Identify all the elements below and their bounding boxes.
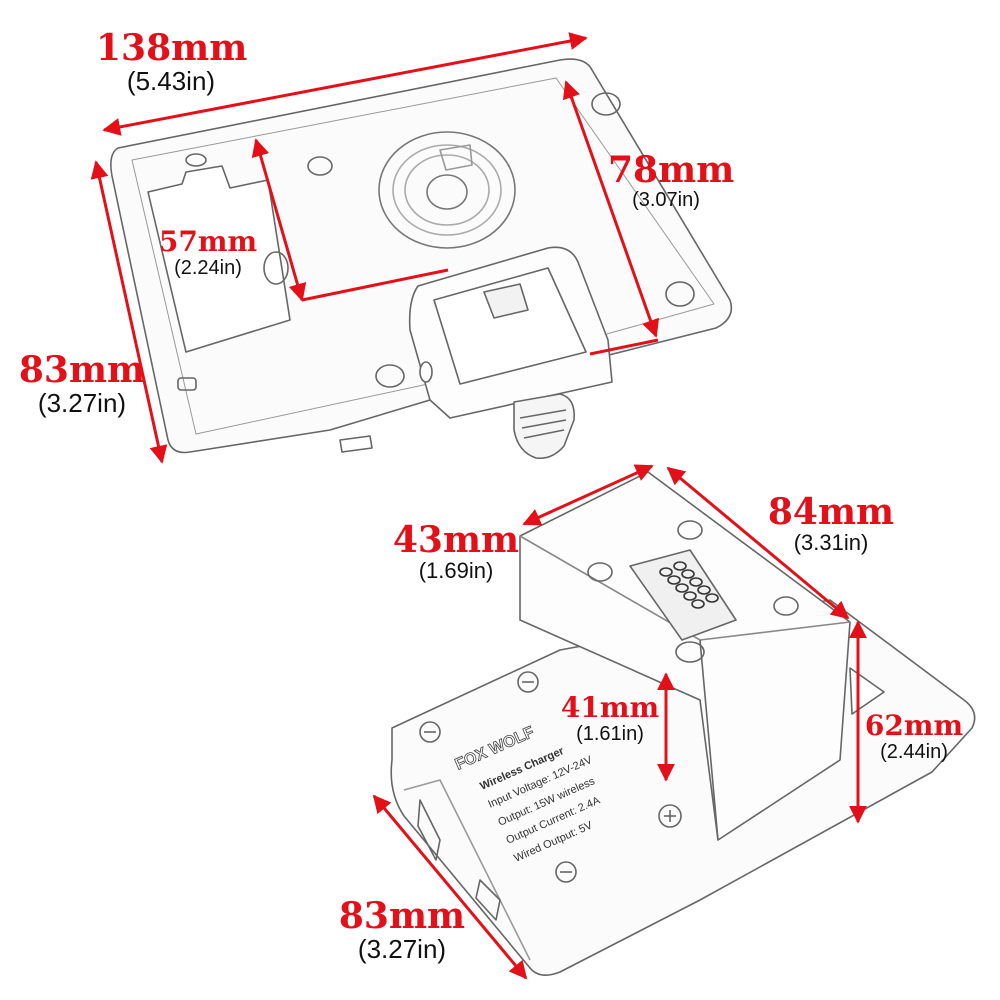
bottom-length-inch: (3.27in) [357, 934, 447, 964]
arrow-top-slot [251, 138, 307, 302]
label-top-slot: 57mm (2.24in) [152, 225, 264, 279]
top-inner-height-mm: 78mm [608, 149, 735, 191]
clamp-bracket [408, 246, 613, 460]
label-bottom-side-height: 62mm (2.44in) [864, 709, 964, 763]
label-bottom-mount-height: 41mm (1.61in) [558, 691, 662, 745]
arrow-top-length [102, 32, 588, 136]
arrow-bottom-length [372, 794, 528, 980]
label-top-height: 83mm (3.27in) [18, 352, 146, 416]
bottom-mount-width-inch: (1.69in) [418, 558, 494, 583]
screws [419, 671, 682, 883]
bottom-mount-length-mm: 84mm [767, 491, 895, 533]
dimension-arrows [90, 32, 867, 980]
bottom-length-mm: 83mm [338, 895, 466, 937]
label-bottom-mount-width: 43mm (1.69in) [388, 522, 524, 582]
charging-coil [378, 131, 516, 249]
bottom-mount-height-mm: 41mm [560, 691, 660, 724]
arrow-top-height [90, 160, 168, 464]
arrow-bottom-mount-length [666, 466, 850, 620]
arrow-top-inner-height [562, 80, 660, 338]
label-bottom-length: 83mm (3.27in) [334, 898, 470, 962]
bottom-mount-height-inch: (1.61in) [576, 723, 644, 745]
top-length-mm: 138mm [96, 27, 248, 69]
label-bottom-mount-length: 84mm (3.31in) [766, 494, 896, 554]
bottom-side-height-mm: 62mm [864, 709, 964, 742]
top-slot-inch: (2.24in) [174, 257, 242, 279]
label-top-inner-height: 78mm (3.07in) [608, 149, 735, 211]
top-inner-height-inch: (3.07in) [632, 189, 700, 211]
top-height-inch: (3.27in) [37, 388, 127, 418]
ref-line-top-inner [589, 338, 659, 356]
top-length-inch: (5.43in) [126, 66, 216, 96]
ref-line-top-slot [301, 268, 449, 302]
label-top-length: 138mm (5.43in) [96, 27, 248, 96]
top-slot-mm: 57mm [158, 225, 258, 258]
bottom-mount-width-mm: 43mm [392, 519, 520, 561]
bottom-side-height-inch: (2.44in) [880, 741, 948, 763]
bottom-mount-length-inch: (3.31in) [793, 530, 869, 555]
top-height-mm: 83mm [18, 349, 146, 391]
arrow-bottom-mount-width [522, 464, 654, 526]
